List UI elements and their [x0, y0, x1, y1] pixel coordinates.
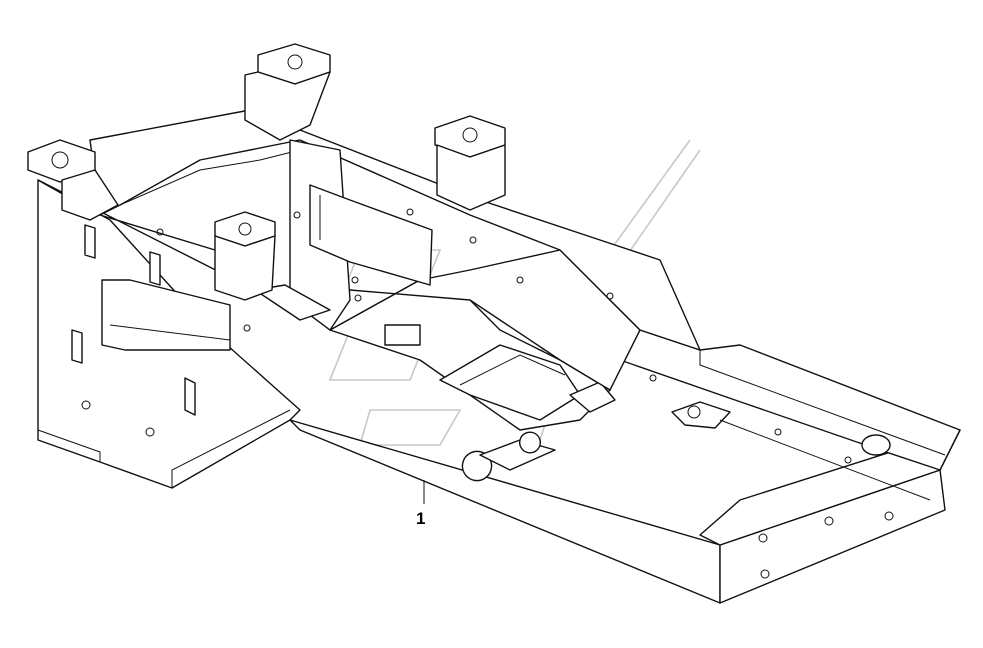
lower-rail: [289, 419, 961, 604]
left-housing: [37, 179, 301, 489]
bolts: [156, 208, 852, 464]
callout-label: 1: [416, 509, 426, 528]
upper-frame: [37, 109, 701, 391]
mounting-towers: [27, 43, 506, 301]
right-deck: [619, 329, 961, 501]
